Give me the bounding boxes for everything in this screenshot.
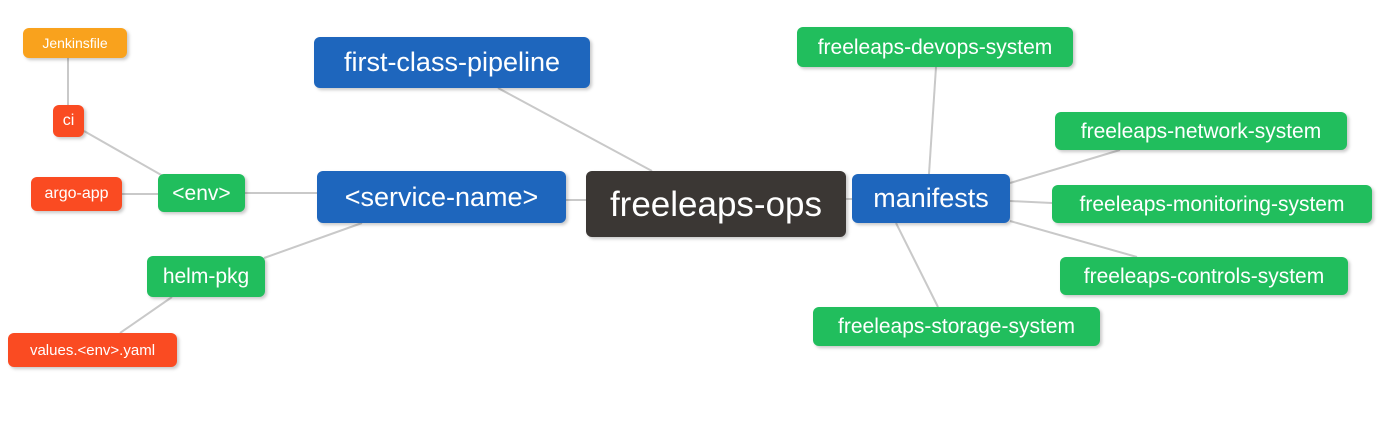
node-helm-pkg[interactable]: helm-pkg (147, 256, 265, 297)
node-controls-system[interactable]: freeleaps-controls-system (1060, 257, 1348, 295)
edge-first-class-pipeline-freeleaps-ops (497, 87, 653, 172)
node-service-name[interactable]: <service-name> (317, 171, 566, 223)
node-env[interactable]: <env> (158, 174, 245, 212)
node-monitoring-system[interactable]: freeleaps-monitoring-system (1052, 185, 1372, 223)
edge-helm-pkg-values-env-yaml (119, 296, 173, 334)
node-argo-app[interactable]: argo-app (31, 177, 122, 211)
edge-manifests-monitoring-system (1009, 200, 1053, 204)
edge-service-name-helm-pkg (263, 222, 363, 259)
node-network-system[interactable]: freeleaps-network-system (1055, 112, 1347, 150)
edge-manifests-storage-system (895, 222, 939, 308)
edge-manifests-network-system (1009, 149, 1121, 184)
edge-ci-env (83, 130, 164, 177)
node-jenkinsfile[interactable]: Jenkinsfile (23, 28, 127, 58)
node-freeleaps-ops[interactable]: freeleaps-ops (586, 171, 846, 237)
node-values-env-yaml[interactable]: values.<env>.yaml (8, 333, 177, 367)
edge-devops-system-manifests (928, 66, 937, 175)
node-ci[interactable]: ci (53, 105, 84, 137)
node-first-class-pipeline[interactable]: first-class-pipeline (314, 37, 590, 88)
edge-manifests-controls-system (1009, 220, 1138, 258)
node-storage-system[interactable]: freeleaps-storage-system (813, 307, 1100, 346)
node-devops-system[interactable]: freeleaps-devops-system (797, 27, 1073, 67)
node-manifests[interactable]: manifests (852, 174, 1010, 223)
